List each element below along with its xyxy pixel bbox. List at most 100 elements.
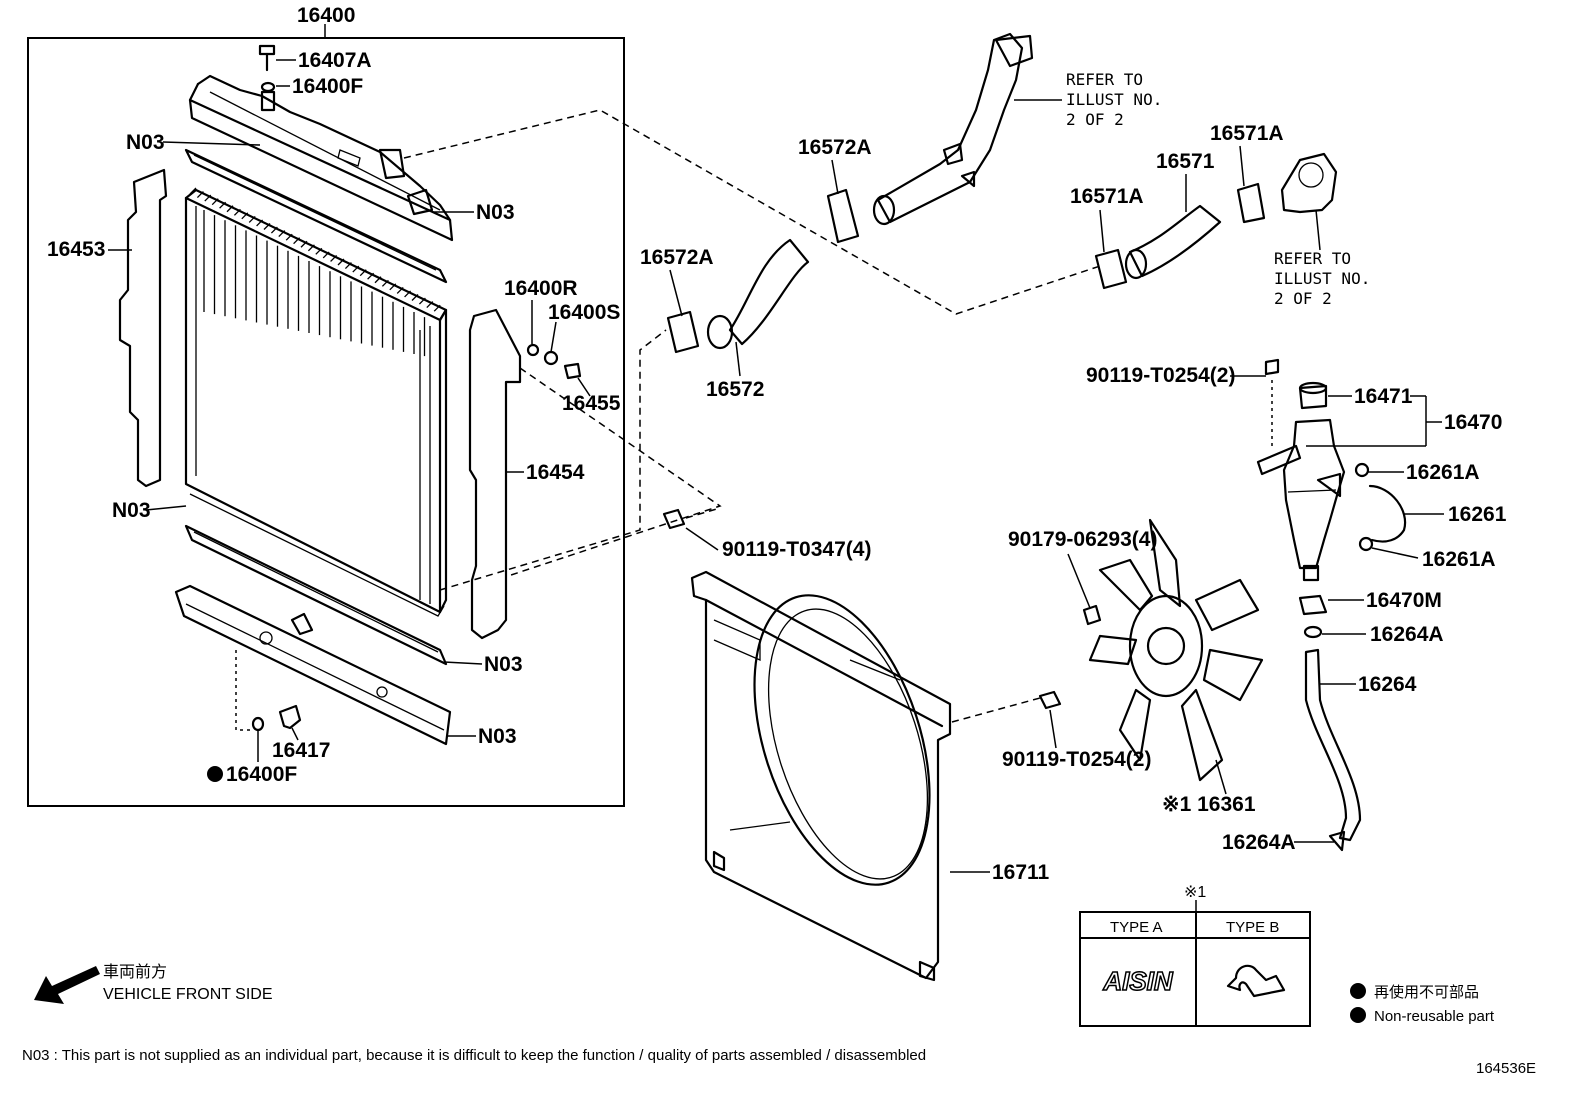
core-tube-end [411,294,419,301]
core-tube-end [219,201,227,209]
core-tube-end [263,223,271,230]
core-tube-end [204,194,212,202]
hose-16261-drawing[interactable] [1368,484,1407,543]
support-left-drawing[interactable] [118,168,168,488]
core-tube-end [285,233,293,241]
legend-dot-icon [1350,1007,1366,1023]
clamp-16264a-lower-drawing[interactable] [1328,830,1346,852]
washer-16400r-drawing [526,343,540,357]
radiator-hose-16572-drawing[interactable] [728,238,810,346]
label-hose-16261[interactable]: 16261 [1448,503,1507,526]
reserve-tank-drawing[interactable] [1256,381,1346,582]
legend: 再使用不可部品 Non-reusable part [1350,983,1495,1025]
label-bolt-16455[interactable]: 16455 [562,392,621,415]
label-drain-cock[interactable]: 16417 [272,739,330,762]
clamp-16571a-lower-drawing[interactable] [1094,248,1128,290]
label-n03-top-tank[interactable]: N03 [126,131,165,154]
label-clamp-16571a-upper[interactable]: 16571A [1210,122,1284,145]
water-inlet-drawing[interactable] [1280,152,1338,214]
water-outlet-pipe-drawing[interactable] [872,32,1034,226]
label-grommet-16470m[interactable]: 16470M [1366,589,1442,612]
drain-cock-16417-drawing[interactable] [278,704,302,730]
refer-note-1-line3: 2 OF 2 [1066,110,1124,129]
clamp-16264a-upper-drawing[interactable] [1303,625,1323,639]
label-clamp-16572a-lower[interactable]: 16572A [640,246,714,269]
label-shroud[interactable]: 16711 [992,861,1050,884]
refer-note-1-line2: ILLUST NO. [1066,90,1162,109]
core-tube-end [256,219,264,227]
clamp-16261a-upper-drawing[interactable] [1354,462,1370,478]
bolt-t0254-shroud-drawing[interactable] [1038,690,1062,710]
label-n03-top-right[interactable]: N03 [476,201,515,224]
drain-plug-16407a-drawing[interactable] [258,44,276,72]
upper-gasket-drawing [184,148,448,284]
label-gasket-lower[interactable]: 16400F [226,763,297,786]
label-clamp-16264a-lower[interactable]: 16264A [1222,831,1296,854]
refer-note-2-line1: REFER TO [1274,249,1351,268]
label-bolt-t0347[interactable]: 90119-T0347(4) [722,538,871,561]
lower-tank-drawing[interactable] [174,584,452,746]
support-right-drawing[interactable] [468,308,522,640]
core-tube-end [226,205,234,213]
core-tube-end [344,262,352,270]
hose-16264-drawing[interactable] [1304,648,1362,842]
label-clamp-16261a-upper[interactable]: 16261A [1406,461,1480,484]
radiator-core-drawing[interactable] [184,187,448,617]
label-clamp-16261a-lower[interactable]: 16261A [1422,548,1496,571]
label-clamp-16264a-upper[interactable]: 16264A [1370,623,1444,646]
label-fan[interactable]: ※1 16361 [1162,793,1256,816]
label-nut-06293[interactable]: 90179-06293(4) [1008,528,1157,551]
label-clamp-16572a-upper[interactable]: 16572A [798,136,872,159]
bolt-t0347-drawing[interactable] [662,508,686,530]
bolt-t0254-tank-drawing[interactable] [1264,358,1280,376]
radiator-hose-16571-drawing[interactable] [1128,204,1222,278]
legend-jp: 再使用不可部品 [1374,984,1479,1001]
leader-lines [108,59,1444,873]
label-gasket-upper[interactable]: 16400F [292,75,363,98]
core-tube-end [418,297,426,305]
fan-shroud-16711-drawing[interactable] [690,570,963,982]
upper-tank-drawing[interactable] [188,74,454,242]
label-n03-lower-tank[interactable]: N03 [478,725,517,748]
legend-en: Non-reusable part [1374,1008,1495,1025]
label-n03-core-bottom[interactable]: N03 [112,499,151,522]
clamp-16572a-lower-drawing[interactable] [666,310,700,354]
label-hose-16572[interactable]: 16572 [706,378,764,401]
label-n03-lower-gasket[interactable]: N03 [484,653,523,676]
label-bolt-t0254-tank[interactable]: 90119-T0254(2) [1086,364,1235,387]
core-tube-end [315,247,323,255]
label-washer-r[interactable]: 16400R [504,277,578,300]
label-hose-16571[interactable]: 16571 [1156,150,1215,173]
clamp-16571a-upper-drawing[interactable] [1236,182,1266,224]
label-clamp-16571a-lower[interactable]: 16571A [1070,185,1144,208]
label-drain-plug[interactable]: 16407A [298,49,372,72]
type-b-header: TYPE B [1226,919,1279,936]
label-support-left[interactable]: 16453 [47,238,105,261]
nut-06293-drawing[interactable] [1082,604,1102,626]
core-tube-end [330,254,338,262]
gasket-16400f-lower-drawing [251,716,265,732]
core-tube-end [404,290,412,298]
lower-gasket-drawing [184,524,448,666]
aisin-logo: AISIN [1102,966,1174,996]
grommet-16470m-drawing[interactable] [1298,594,1328,616]
clamp-16261a-lower-drawing[interactable] [1358,536,1374,552]
label-hose-16264[interactable]: 16264 [1358,673,1417,696]
label-support-right[interactable]: 16454 [526,461,585,484]
core-tube-end [278,230,286,238]
core-tube-end [433,304,441,312]
label-radiator-assy[interactable]: 16400 [297,4,355,27]
diagram-id: 164536E [1476,1060,1536,1077]
bolt-16455-drawing[interactable] [563,362,582,380]
fan-16361-drawing[interactable] [1088,518,1264,782]
label-washer-s[interactable]: 16400S [548,301,620,324]
label-bolt-t0254-shroud[interactable]: 90119-T0254(2) [1002,748,1151,771]
label-reserve-tank[interactable]: 16470 [1444,411,1502,434]
legend-dot-icon [1350,983,1366,999]
direction-arrow-icon [34,966,100,1004]
direction-jp: 車両前方 [103,963,167,981]
label-reserve-cap[interactable]: 16471 [1354,385,1413,408]
core-tube-end [359,269,367,277]
clamp-16572a-upper-drawing[interactable] [826,188,860,244]
washer-16400s-drawing [543,350,559,366]
